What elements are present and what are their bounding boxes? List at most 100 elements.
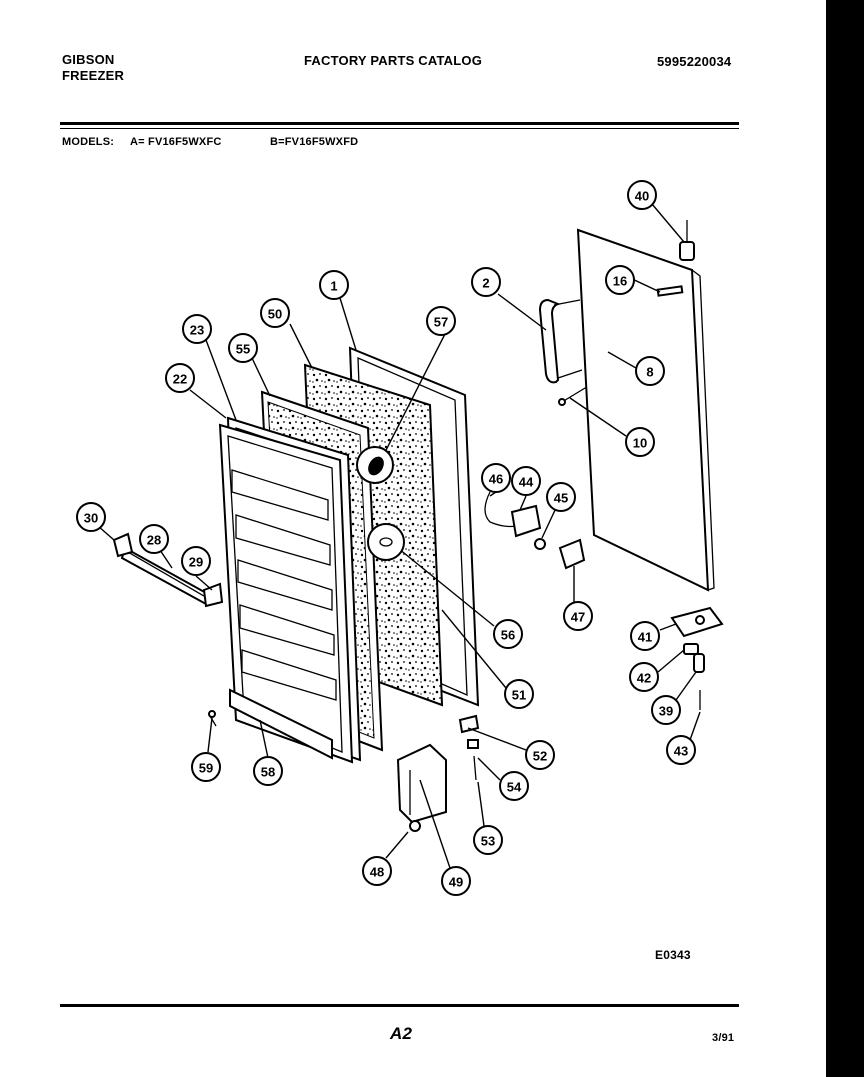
hinge-washer-54 xyxy=(467,739,479,749)
callout-55: 55 xyxy=(228,333,258,363)
callout-10-label: 10 xyxy=(633,436,647,451)
callout-16-label: 16 xyxy=(613,274,627,289)
brand-name: GIBSON xyxy=(62,52,115,67)
callout-45: 45 xyxy=(546,482,576,512)
callout-41: 41 xyxy=(630,621,660,651)
callout-48: 48 xyxy=(362,856,392,886)
callout-57: 57 xyxy=(426,306,456,336)
callout-50: 50 xyxy=(260,298,290,328)
callout-56-label: 56 xyxy=(501,628,515,643)
drawing-code: E0343 xyxy=(655,948,691,962)
callout-39-label: 39 xyxy=(659,704,673,719)
header-rule-bottom xyxy=(60,128,739,129)
callout-41-label: 41 xyxy=(638,630,652,645)
hinge-bushing xyxy=(683,643,699,655)
callout-1-label: 1 xyxy=(330,279,337,294)
callout-8-label: 8 xyxy=(646,365,653,380)
door-stop xyxy=(458,714,480,734)
callout-29: 29 xyxy=(181,546,211,576)
callout-53: 53 xyxy=(473,825,503,855)
callout-2: 2 xyxy=(471,267,501,297)
callout-53-label: 53 xyxy=(481,834,495,849)
callout-22-label: 22 xyxy=(173,372,187,387)
toe-grille-bracket xyxy=(396,743,447,824)
callout-43: 43 xyxy=(666,735,696,765)
catalog-title: FACTORY PARTS CATALOG xyxy=(304,53,483,68)
product-type: FREEZER xyxy=(62,68,125,83)
detail-circle-57 xyxy=(356,446,394,484)
callout-29-label: 29 xyxy=(189,555,203,570)
callout-8: 8 xyxy=(635,356,665,386)
revision-date: 3/91 xyxy=(712,1032,735,1044)
hinge-spring xyxy=(693,653,705,673)
outer-door-skin xyxy=(576,228,715,592)
callout-47: 47 xyxy=(563,601,593,631)
callout-1: 1 xyxy=(319,270,349,300)
callout-46-label: 46 xyxy=(489,472,503,487)
door-handle xyxy=(538,298,583,384)
screw-48 xyxy=(409,820,421,832)
models-label: MODELS: xyxy=(62,136,115,148)
callout-55-label: 55 xyxy=(236,342,250,357)
screw-59 xyxy=(208,710,217,727)
rail-end-cap-left xyxy=(112,532,134,558)
callout-23-label: 23 xyxy=(190,323,204,338)
lock-cylinder xyxy=(510,504,542,538)
callout-48-label: 48 xyxy=(370,865,384,880)
bottom-hinge-bracket xyxy=(670,606,724,638)
page-label: A2 xyxy=(390,1024,413,1043)
callout-43-label: 43 xyxy=(674,744,688,759)
callout-39: 39 xyxy=(651,695,681,725)
callout-58: 58 xyxy=(253,756,283,786)
callout-44: 44 xyxy=(511,466,541,496)
callout-54: 54 xyxy=(499,771,529,801)
callout-47-label: 47 xyxy=(571,610,585,625)
header-rule-top xyxy=(60,122,739,125)
callout-56: 56 xyxy=(493,619,523,649)
callout-28-label: 28 xyxy=(147,533,161,548)
leader-lines xyxy=(97,203,701,869)
callout-28: 28 xyxy=(139,524,169,554)
lock-key xyxy=(558,538,586,570)
callout-22: 22 xyxy=(165,363,195,393)
model-b: B=FV16F5WXFD xyxy=(270,136,359,148)
callout-49: 49 xyxy=(441,866,471,896)
callout-58-label: 58 xyxy=(261,765,275,780)
callout-10: 10 xyxy=(625,427,655,457)
callout-59: 59 xyxy=(191,752,221,782)
inner-door-liner xyxy=(218,423,354,764)
callout-40: 40 xyxy=(627,180,657,210)
callout-49-label: 49 xyxy=(449,875,463,890)
scan-border-strip xyxy=(826,0,864,1077)
callout-52: 52 xyxy=(525,740,555,770)
catalog-number: 5995220034 xyxy=(657,54,732,69)
callout-51-label: 51 xyxy=(512,688,526,703)
callout-46: 46 xyxy=(481,463,511,493)
lock-washer xyxy=(534,538,546,550)
callout-44-label: 44 xyxy=(519,475,534,490)
callout-2-label: 2 xyxy=(482,276,489,291)
callout-51: 51 xyxy=(504,679,534,709)
callout-42-label: 42 xyxy=(637,671,651,686)
lock-wire xyxy=(484,491,517,528)
callout-50-label: 50 xyxy=(268,307,282,322)
callout-42: 42 xyxy=(629,662,659,692)
callout-45-label: 45 xyxy=(554,491,568,506)
callout-40-label: 40 xyxy=(635,189,649,204)
detail-circle-56 xyxy=(367,523,405,561)
top-hinge-pin xyxy=(679,220,695,261)
callout-23: 23 xyxy=(182,314,212,344)
callout-16: 16 xyxy=(605,265,635,295)
callout-54-label: 54 xyxy=(507,780,522,795)
rail-end-cap-right xyxy=(202,582,224,608)
callout-57-label: 57 xyxy=(434,315,448,330)
door-bottom-trim xyxy=(229,688,333,760)
callout-52-label: 52 xyxy=(533,749,547,764)
callout-30: 30 xyxy=(76,502,106,532)
callout-59-label: 59 xyxy=(199,761,213,776)
footer-rule xyxy=(60,1004,739,1007)
hinge-screw-53 xyxy=(473,755,477,781)
callout-30-label: 30 xyxy=(84,511,98,526)
model-a: A= FV16F5WXFC xyxy=(130,136,222,148)
